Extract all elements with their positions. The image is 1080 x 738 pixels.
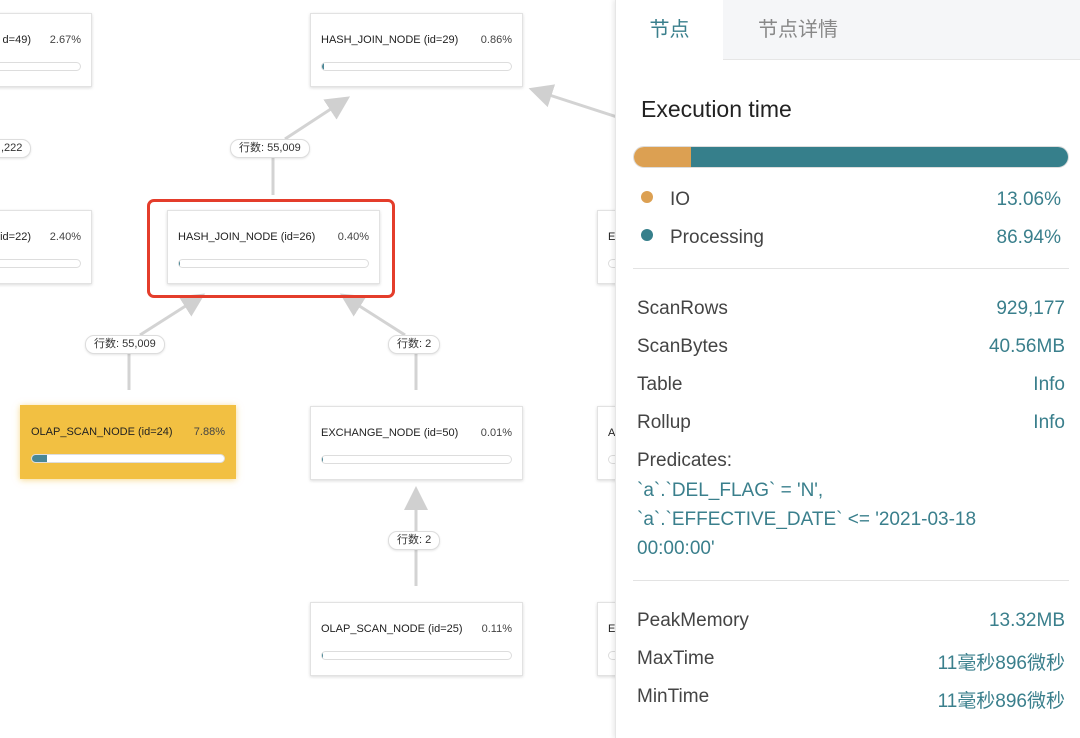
node-progress-fill	[32, 455, 48, 462]
section-title: Execution time	[641, 96, 792, 122]
edge	[339, 293, 406, 337]
node-label: OLAP_SCAN_NODE (id=24)	[31, 426, 173, 438]
node-progress-fill	[322, 652, 324, 659]
processing-dot-icon	[641, 229, 653, 241]
node-percent: 0.11%	[481, 623, 512, 635]
plan-node[interactable]: OLAP_SCAN_NODE (id=25) 0.11%	[310, 602, 523, 676]
stat-maxtime: MaxTime 11毫秒896微秒	[637, 648, 1065, 674]
stat-scanrows: ScanRows 929,177	[637, 298, 1065, 320]
io-segment	[634, 147, 691, 167]
stat-label: PeakMemory	[637, 610, 749, 631]
plan-node-hotspot[interactable]: OLAP_SCAN_NODE (id=24) 7.88%	[20, 405, 236, 479]
legend-value: 13.06%	[996, 189, 1061, 210]
node-progress	[321, 651, 512, 660]
node-percent: 2.40%	[49, 231, 81, 243]
node-label: OLAP_SCAN_NODE (id=25)	[321, 623, 463, 635]
node-label: E	[608, 231, 616, 243]
stat-value: 11毫秒896微秒	[937, 691, 1065, 712]
plan-graph-canvas[interactable]: d=49) 2.67% HASH_JOIN_NODE (id=29) 0.86%…	[0, 0, 620, 738]
node-detail-panel: 节点 节点详情 Execution time IO 13.06% Process…	[615, 0, 1080, 738]
plan-node-selected[interactable]: HASH_JOIN_NODE (id=26) 0.40%	[167, 210, 380, 284]
tab-node-details[interactable]: 节点详情	[723, 0, 1080, 60]
node-percent: 0.01%	[480, 427, 512, 439]
stat-label: ScanRows	[637, 298, 728, 319]
node-percent: 2.67%	[49, 34, 81, 46]
stat-value: 11毫秒896微秒	[937, 653, 1065, 674]
stat-label: Table	[637, 374, 683, 395]
processing-segment	[690, 147, 1068, 167]
node-label: A	[608, 427, 616, 439]
node-progress	[321, 62, 512, 71]
stat-value: 929,177	[996, 298, 1065, 319]
divider	[633, 268, 1069, 269]
node-label: d=49)	[2, 34, 31, 46]
predicates-label: Predicates:	[637, 450, 733, 471]
node-label: (id=22)	[0, 231, 31, 243]
node-label: HASH_JOIN_NODE (id=26)	[178, 231, 316, 243]
edge-row-count: 行数: 2	[388, 531, 441, 550]
node-label: HASH_JOIN_NODE (id=29)	[321, 34, 459, 46]
io-dot-icon	[641, 191, 653, 203]
divider	[633, 580, 1069, 581]
legend-io: IO 13.06%	[641, 189, 1061, 211]
edge-row-count: 行数: 55,009	[230, 139, 310, 158]
graph-edges	[127, 84, 620, 586]
node-progress	[0, 259, 81, 268]
node-progress-fill	[322, 63, 324, 70]
edge-row-count: 行数: 55,009	[85, 335, 165, 354]
edge	[284, 96, 351, 141]
legend-value: 86.94%	[996, 227, 1061, 248]
predicate-line: `a`.`EFFECTIVE_DATE` <= '2021-03-18	[637, 509, 977, 530]
stat-value: 40.56MB	[988, 336, 1065, 357]
stat-mintime: MinTime 11毫秒896微秒	[637, 686, 1065, 712]
stat-label: Rollup	[637, 412, 691, 433]
stat-table: Table Info	[637, 374, 1065, 396]
node-progress	[321, 455, 512, 464]
stat-scanbytes: ScanBytes 40.56MB	[637, 336, 1065, 358]
panel-tabs: 节点 节点详情	[616, 0, 1080, 60]
edge	[528, 84, 620, 120]
plan-node[interactable]: d=49) 2.67%	[0, 13, 92, 87]
plan-node[interactable]: (id=22) 2.40%	[0, 210, 92, 284]
legend-label: Processing	[670, 227, 764, 248]
node-percent: 7.88%	[193, 426, 225, 438]
tab-node[interactable]: 节点	[616, 0, 723, 60]
stat-peakmemory: PeakMemory 13.32MB	[637, 610, 1065, 632]
rollup-info-link[interactable]: Info	[1033, 412, 1065, 433]
node-progress	[178, 259, 369, 268]
node-progress-fill	[322, 456, 324, 463]
plan-node[interactable]: HASH_JOIN_NODE (id=29) 0.86%	[310, 13, 523, 87]
plan-node[interactable]: EXCHANGE_NODE (id=50) 0.01%	[310, 406, 523, 480]
node-progress-fill	[179, 260, 181, 267]
plan-node[interactable]: E	[597, 210, 620, 284]
node-label: E	[608, 623, 616, 635]
node-percent: 0.86%	[480, 34, 512, 46]
plan-node[interactable]: E	[597, 602, 620, 676]
node-label: EXCHANGE_NODE (id=50)	[321, 427, 459, 439]
node-percent: 0.40%	[337, 231, 369, 243]
node-progress	[0, 62, 81, 71]
edge	[139, 293, 206, 337]
stat-label: ScanBytes	[637, 336, 728, 357]
plan-node[interactable]: A	[597, 406, 620, 480]
execution-time-bar	[633, 146, 1069, 168]
edge-row-count: ,222	[0, 139, 32, 158]
legend-label: IO	[670, 189, 691, 210]
table-info-link[interactable]: Info	[1033, 374, 1065, 395]
legend-processing: Processing 86.94%	[641, 227, 1061, 249]
stat-value: 13.32MB	[988, 610, 1065, 631]
edge-row-count: 行数: 2	[388, 335, 441, 354]
predicate-line: 00:00:00'	[637, 538, 715, 559]
stat-rollup: Rollup Info	[637, 412, 1065, 434]
predicate-line: `a`.`DEL_FLAG` = 'N',	[637, 480, 824, 501]
selection-highlight	[147, 199, 395, 298]
node-progress	[31, 454, 225, 463]
stat-label: MaxTime	[637, 648, 715, 669]
stat-label: MinTime	[637, 686, 710, 707]
